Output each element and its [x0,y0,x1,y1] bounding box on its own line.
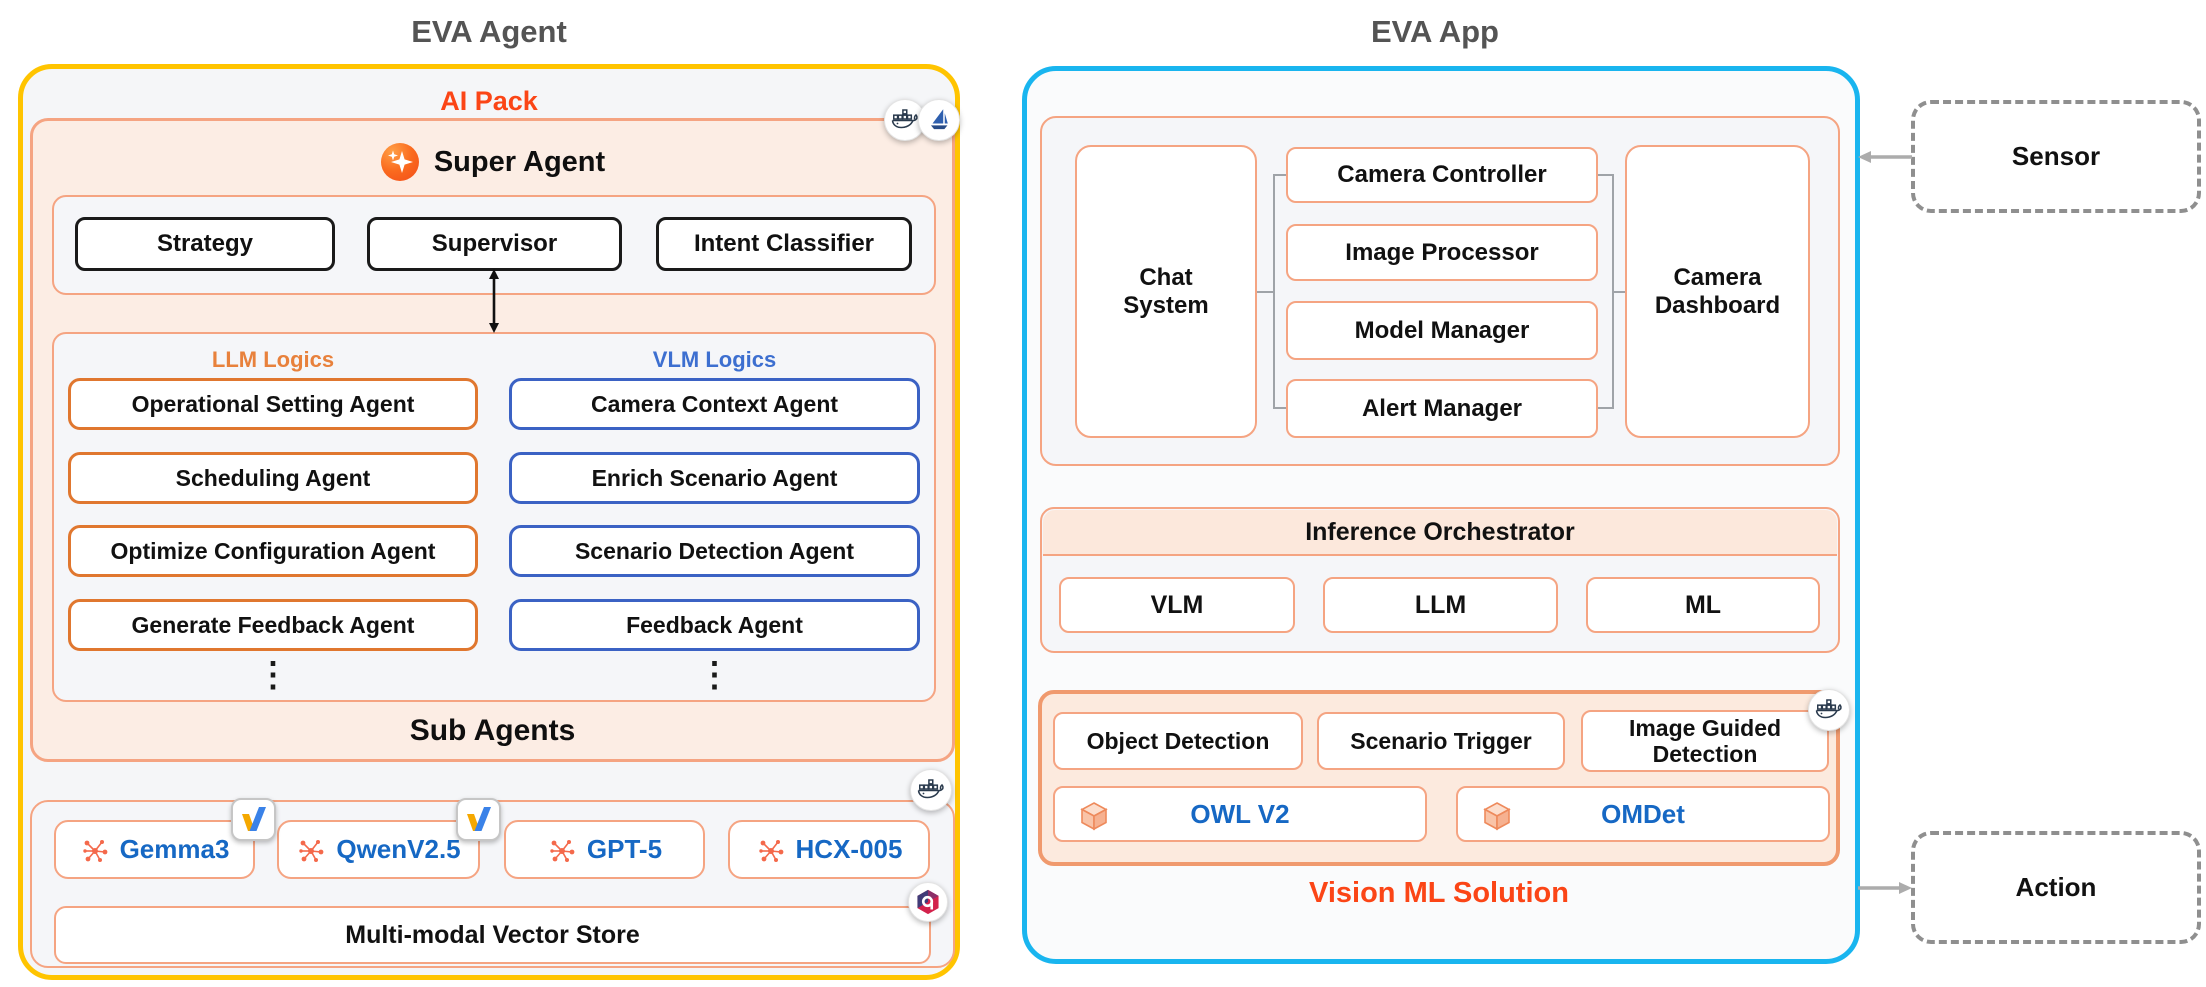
engine-llm-box: LLM [1323,577,1558,633]
omdet-box: OMDet [1456,786,1830,842]
docker-icon [1808,689,1850,731]
eva-agent-title: EVA Agent [411,14,567,49]
vlm-ellipsis: ⋮ [697,656,732,694]
llm-logics-label: LLM Logics [211,347,335,372]
chat-system-label: Chat System [1123,263,1209,319]
model-name: GPT-5 [586,834,663,864]
cube-icon [1077,799,1111,833]
owl-v2-label: OWL V2 [1190,798,1290,829]
supervisor-box: Supervisor [367,217,622,271]
model-network-icon [756,835,786,865]
vlm-agent-box: Camera Context Agent [509,378,920,430]
llm-ellipsis: ⋮ [256,656,290,694]
model-name: Gemma3 [119,834,230,864]
llm-agent-box: Scheduling Agent [68,452,478,504]
scenario-trigger-box: Scenario Trigger [1317,712,1565,770]
engine-ml-box: ML [1586,577,1820,633]
model-chip-hcx: HCX-005 [728,820,930,879]
image-processor-box: Image Processor [1286,224,1598,281]
llm-agent-box: Generate Feedback Agent [68,599,478,651]
intent-classifier-box: Intent Classifier [656,217,912,271]
engine-vlm-box: VLM [1059,577,1295,633]
vlm-logics-label: VLM Logics [652,347,777,372]
image-guided-detection-label: Image Guided Detection [1628,714,1782,767]
strategy-box: Strategy [75,217,335,271]
model-chip-qwen: QwenV2.5 [277,820,480,879]
vlm-agent-box: Enrich Scenario Agent [509,452,920,504]
eva-app-title: EVA App [1370,14,1499,49]
cube-icon [1480,799,1514,833]
camera-controller-box: Camera Controller [1286,147,1598,203]
docker-icon [884,99,926,141]
camera-dashboard-label: Camera Dashboard [1654,263,1781,319]
module-connectors [1250,140,1650,440]
vlm-agent-box: Scenario Detection Agent [509,525,920,577]
omdet-label: OMDet [1601,798,1685,829]
sub-agents-label: Sub Agents [409,714,576,747]
super-agent-header: Super Agent [30,136,955,188]
model-network-icon [296,835,326,865]
vllm-icon [231,798,276,841]
model-chip-gemma3: Gemma3 [54,820,255,879]
inference-orchestrator-title: Inference Orchestrator [1043,510,1837,556]
owl-v2-box: OWL V2 [1053,786,1427,842]
model-name: QwenV2.5 [336,834,461,864]
sailboat-icon [918,99,960,141]
vector-store-bar: Multi-modal Vector Store [54,906,931,964]
llm-agent-box: Operational Setting Agent [68,378,478,430]
model-name: HCX-005 [795,834,903,864]
model-manager-box: Model Manager [1286,301,1598,360]
camera-dashboard-box: Camera Dashboard [1625,145,1810,438]
qdrant-icon [908,882,948,922]
vlm-agent-box: Feedback Agent [509,599,920,651]
model-network-icon [547,835,577,865]
image-guided-detection-box: Image Guided Detection [1581,710,1829,772]
supervisor-subagents-arrow [478,268,510,334]
sensor-arrow [1856,141,1914,173]
super-agent-label: Super Agent [433,145,606,178]
sensor-box: Sensor [1911,100,2201,213]
sparkle-icon [380,142,420,182]
docker-icon [910,769,952,811]
ai-pack-label: AI Pack [440,85,538,116]
vllm-icon [456,798,501,841]
action-box: Action [1911,831,2201,944]
llm-agent-box: Optimize Configuration Agent [68,525,478,577]
alert-manager-box: Alert Manager [1286,379,1598,438]
chat-system-box: Chat System [1075,145,1257,438]
action-arrow [1856,872,1914,904]
object-detection-box: Object Detection [1053,712,1303,770]
model-chip-gpt5: GPT-5 [504,820,705,879]
vision-ml-solution-label: Vision ML Solution [1309,876,1569,909]
model-network-icon [80,835,110,865]
